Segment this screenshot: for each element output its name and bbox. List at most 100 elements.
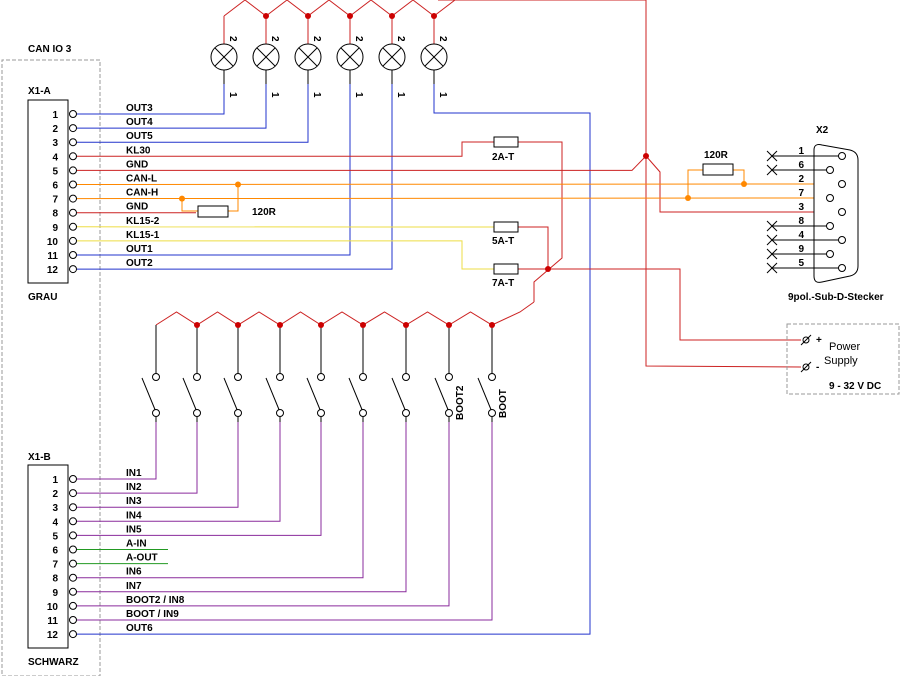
connector-b-signal-label: A-OUT: [126, 553, 158, 564]
resistor-module: 120R: [197, 205, 277, 218]
sub-d-pin-number: 3: [798, 202, 804, 213]
connector-b-pin-number: 3: [52, 503, 58, 514]
sub-d-pin: [838, 208, 846, 216]
connector-b-pin: [69, 573, 77, 582]
wire-out1: [77, 84, 351, 256]
connector-a-pin-number: 7: [52, 195, 58, 206]
junction-dot: [305, 13, 311, 19]
connector-a-signal-label: CAN-H: [126, 188, 158, 199]
junction-dot: [545, 266, 551, 272]
connector-b-pin-number: 1: [52, 475, 58, 486]
sub-d-pin-number: 1: [798, 146, 804, 157]
can-junction-dot: [235, 181, 241, 188]
connector-b-pin-number: 7: [52, 560, 58, 571]
wire-input: [77, 420, 322, 536]
switch-contact-bottom: [152, 409, 160, 417]
switch-contact-bottom: [193, 409, 201, 417]
connector-b-pins: 1IN12IN23IN34IN45IN56A-IN7A-OUT8IN69IN71…: [47, 468, 185, 641]
wire-input: [77, 420, 198, 494]
module-name: CAN IO 3: [28, 44, 72, 55]
lamp-1: 21: [210, 16, 238, 98]
switch-contact-top: [488, 373, 496, 381]
connector-b-pin-number: 9: [52, 588, 58, 599]
sub-d-caption: 9pol.-Sub-D-Stecker: [788, 292, 884, 303]
switch-5: [306, 325, 325, 422]
lamp-pin-bottom: 1: [269, 92, 280, 98]
junction-dot: [643, 153, 649, 159]
sub-d-pin-number: 5: [798, 258, 804, 269]
connector-a-pin: [69, 138, 77, 147]
power-supply-voltage: 9 - 32 V DC: [829, 381, 881, 392]
switch-boot2-label: BOOT2: [455, 385, 466, 420]
switch-8: [434, 325, 453, 422]
lamp-pin-top: 2: [353, 36, 364, 42]
switch-contact-top: [359, 373, 367, 381]
connector-a-signal-label: OUT4: [126, 117, 153, 128]
connector-b-pin: [69, 503, 77, 512]
connector-b-pin-number: 5: [52, 531, 58, 542]
wire-out2: [77, 84, 393, 270]
connector-b-pin: [69, 587, 77, 596]
switch-contact-bottom: [234, 409, 242, 417]
wire-input: [77, 420, 157, 480]
connector-a-pin: [69, 166, 77, 175]
switch-blade: [141, 377, 157, 413]
sub-d-pin: [826, 194, 834, 202]
fuse-2a: 2A-T: [492, 136, 519, 163]
wire-can-term-c: [687, 169, 703, 198]
switch-4: [265, 325, 284, 422]
wire-can-h: [76, 197, 815, 200]
wire-gnd-subd: [645, 155, 814, 213]
junction-dot: [277, 322, 283, 328]
lamp-5: 21: [378, 16, 406, 98]
wire-input: [77, 420, 407, 593]
wire-out3: [77, 84, 225, 115]
switch-contact-bottom: [402, 409, 410, 417]
lamp-cross-b: [340, 47, 360, 67]
connector-b-pin-number: 12: [47, 630, 59, 641]
connector-a-pin-number: 12: [47, 265, 59, 276]
wire-input: [77, 420, 281, 522]
connector-b-signal-label: BOOT / IN9: [126, 609, 179, 620]
fuse-5a-label: 5A-T: [492, 236, 514, 247]
connector-b-signal-label: IN2: [126, 482, 142, 493]
connector-b-pin: [69, 531, 77, 540]
wire-lamp-rail: [223, 0, 456, 17]
connector-b-signal-label: IN3: [126, 496, 142, 507]
module-outline: [1, 59, 101, 676]
junction-dot: [489, 322, 495, 328]
sub-d-pin: [838, 152, 846, 160]
switch-blade: [265, 377, 281, 413]
lamp-pin-bottom: 1: [353, 92, 364, 98]
switch-blade: [306, 377, 322, 413]
switch-blade: [391, 377, 407, 413]
connector-b-color: SCHWARZ: [28, 657, 79, 668]
lamp-pin-bottom: 1: [437, 92, 448, 98]
wire-can-term-a: [181, 198, 198, 212]
wire-out6: [77, 84, 591, 635]
connector-b-pin: [69, 559, 77, 568]
wire-input: [77, 420, 493, 621]
lamp-cross-b: [256, 47, 276, 67]
sub-d-pin: [838, 264, 846, 272]
lamp-pin-top: 2: [437, 36, 448, 42]
connector-a-signal-label: OUT3: [126, 103, 153, 114]
lamp-cross-b: [382, 47, 402, 67]
wire-kl30: [77, 141, 494, 157]
switch-blade: [182, 377, 198, 413]
sub-d-pin-number: 7: [798, 188, 804, 199]
connector-b-signal-label: IN6: [126, 567, 142, 578]
connector-a-pin-number: 6: [52, 181, 58, 192]
switch-boot-label: BOOT: [498, 389, 509, 418]
connector-a-pin: [69, 208, 77, 217]
wire-can-l: [76, 183, 815, 185]
fuse-2a-label: 2A-T: [492, 152, 514, 163]
connector-b-pin-number: 6: [52, 546, 58, 557]
lamp-pin-bottom: 1: [227, 92, 238, 98]
connector-a-pin-number: 9: [52, 223, 58, 234]
switch-contact-top: [152, 373, 160, 381]
switch-contact-bottom: [445, 409, 453, 417]
connector-b-pin: [69, 601, 77, 610]
